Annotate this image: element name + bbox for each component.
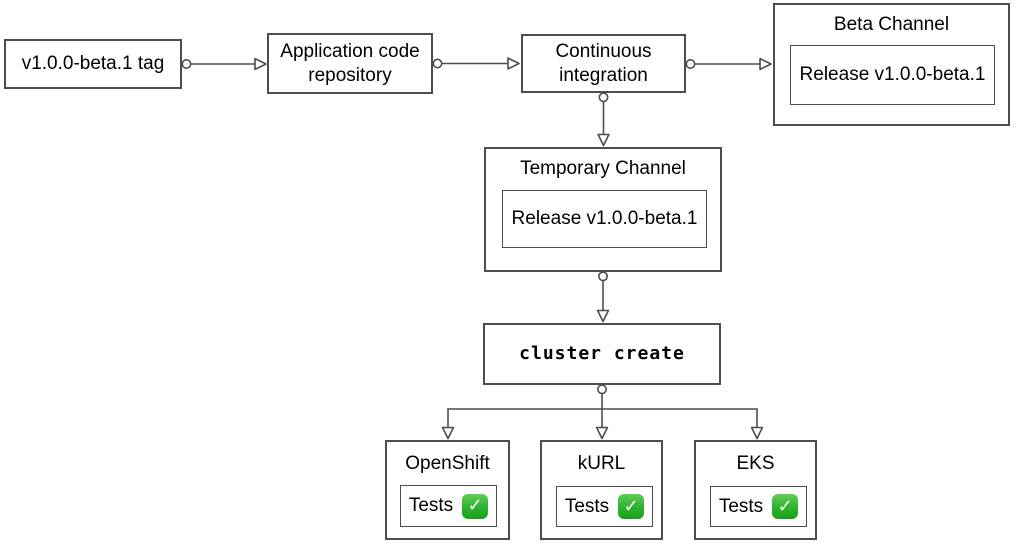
openshift-title: OpenShift (405, 453, 490, 474)
node-openshift: OpenShift Tests ✓ (385, 440, 510, 540)
openshift-tests-label: Tests (408, 495, 454, 516)
kurl-title: kURL (577, 453, 626, 474)
kurl-tests-box: Tests ✓ (556, 486, 653, 527)
edge-ci-to-beta (685, 57, 772, 71)
green-check-icon: ✓ (462, 493, 489, 519)
beta-release-label: Release v1.0.0-beta.1 (799, 64, 986, 85)
node-beta-channel: Beta Channel Release v1.0.0-beta.1 (773, 3, 1010, 126)
edge-tag-to-repo (181, 57, 267, 71)
kurl-tests-label: Tests (564, 495, 610, 517)
check-glyph: ✓ (777, 495, 793, 517)
edge-ci-to-temp (597, 92, 610, 147)
node-temp-release: Release v1.0.0-beta.1 (502, 190, 707, 248)
check-glyph: ✓ (467, 495, 483, 516)
openshift-tests-box: Tests ✓ (400, 485, 497, 527)
beta-channel-title: Beta Channel (833, 14, 950, 35)
app-repo-label: Application code repository (280, 41, 420, 86)
green-check-icon: ✓ (618, 494, 645, 519)
node-temporary-channel: Temporary Channel Release v1.0.0-beta.1 (484, 147, 722, 272)
node-eks: EKS Tests ✓ (694, 440, 817, 540)
eks-title: EKS (736, 453, 775, 474)
node-beta-release: Release v1.0.0-beta.1 (790, 45, 995, 105)
edge-temp-to-cluster-create (596, 271, 610, 323)
edge-repo-to-ci (432, 57, 520, 70)
green-check-icon: ✓ (772, 494, 799, 519)
edge-cluster-create-branch (441, 384, 764, 440)
temporary-channel-title: Temporary Channel (520, 158, 686, 179)
version-tag-label: v1.0.0-beta.1 tag (21, 53, 165, 75)
eks-tests-label: Tests (718, 495, 764, 517)
cluster-create-label: cluster create (519, 343, 685, 365)
node-continuous-integration: Continuous integration (521, 34, 686, 93)
node-kurl: kURL Tests ✓ (540, 440, 663, 540)
continuous-integration-label: Continuous integration (555, 41, 652, 86)
node-cluster-create: cluster create (483, 323, 721, 385)
node-version-tag: v1.0.0-beta.1 tag (4, 39, 182, 89)
check-glyph: ✓ (623, 495, 639, 517)
eks-tests-box: Tests ✓ (710, 486, 807, 527)
node-app-repo: Application code repository (267, 33, 433, 94)
temp-release-label: Release v1.0.0-beta.1 (511, 208, 698, 229)
